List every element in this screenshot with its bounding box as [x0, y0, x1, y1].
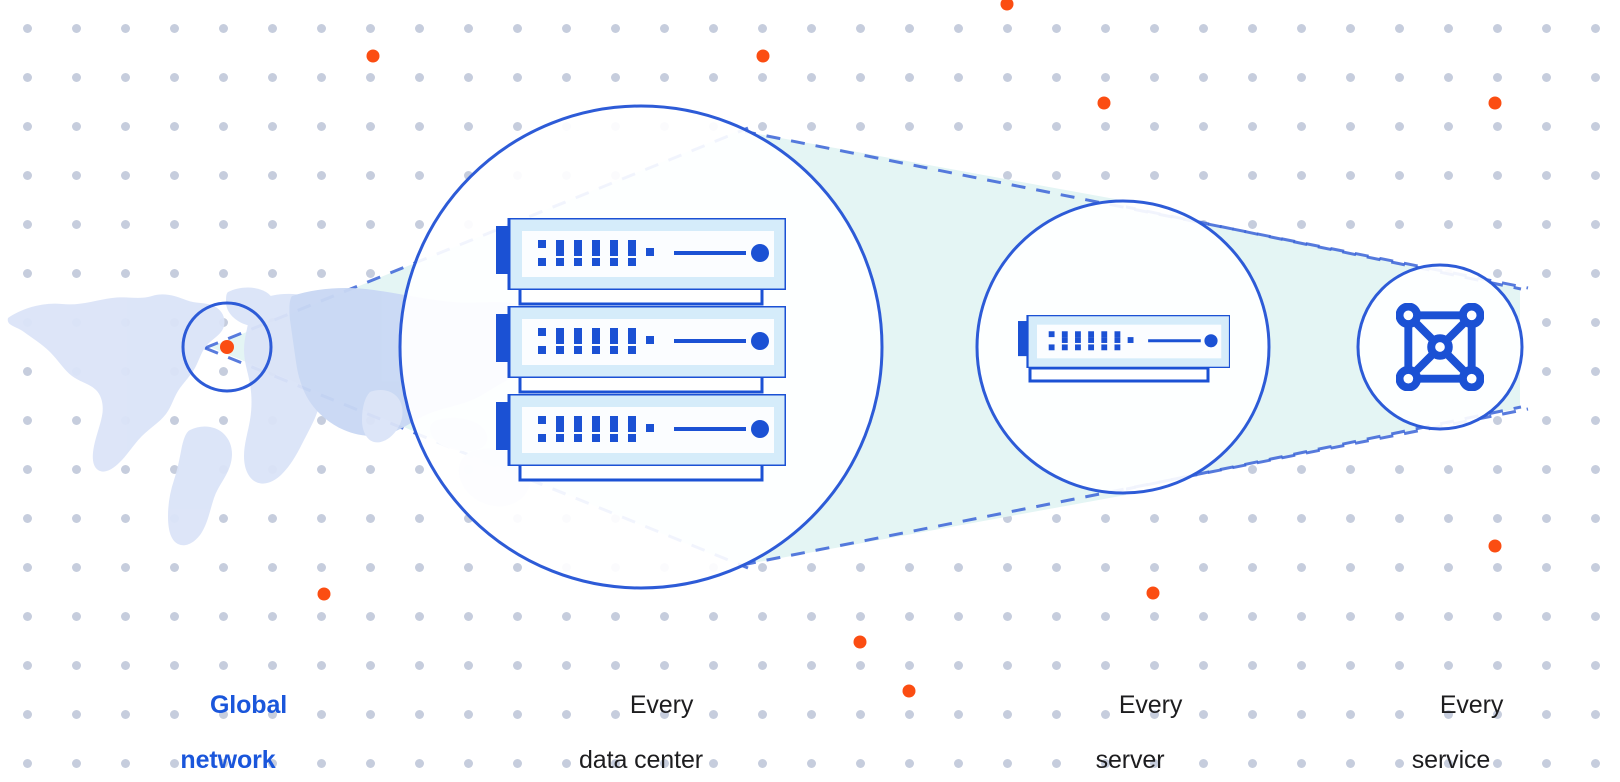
accent-dot	[1488, 539, 1502, 553]
rack-unit-2	[496, 306, 786, 378]
accent-dot	[853, 635, 867, 649]
accent-dot	[756, 49, 770, 63]
accent-dots	[220, 0, 1502, 698]
accent-dot	[1146, 586, 1160, 600]
every-service-node[interactable]	[1356, 263, 1524, 431]
every-data-center-node[interactable]	[398, 104, 884, 590]
global-network-circle	[181, 301, 273, 393]
every-server-node[interactable]	[975, 199, 1271, 495]
server-rack-stack	[496, 218, 786, 482]
accent-dot	[220, 340, 234, 354]
rack-unit-1	[496, 218, 786, 290]
accent-dot	[1000, 0, 1014, 11]
accent-dot	[1097, 96, 1111, 110]
accent-dot	[317, 587, 331, 601]
rack-unit-single	[1018, 315, 1230, 368]
accent-dot	[902, 684, 916, 698]
dot-grid-lower	[0, 660, 1620, 782]
accent-dot	[366, 49, 380, 63]
accent-dot	[1488, 96, 1502, 110]
rack-unit-3	[496, 394, 786, 466]
service-mesh-icon	[1400, 307, 1481, 388]
